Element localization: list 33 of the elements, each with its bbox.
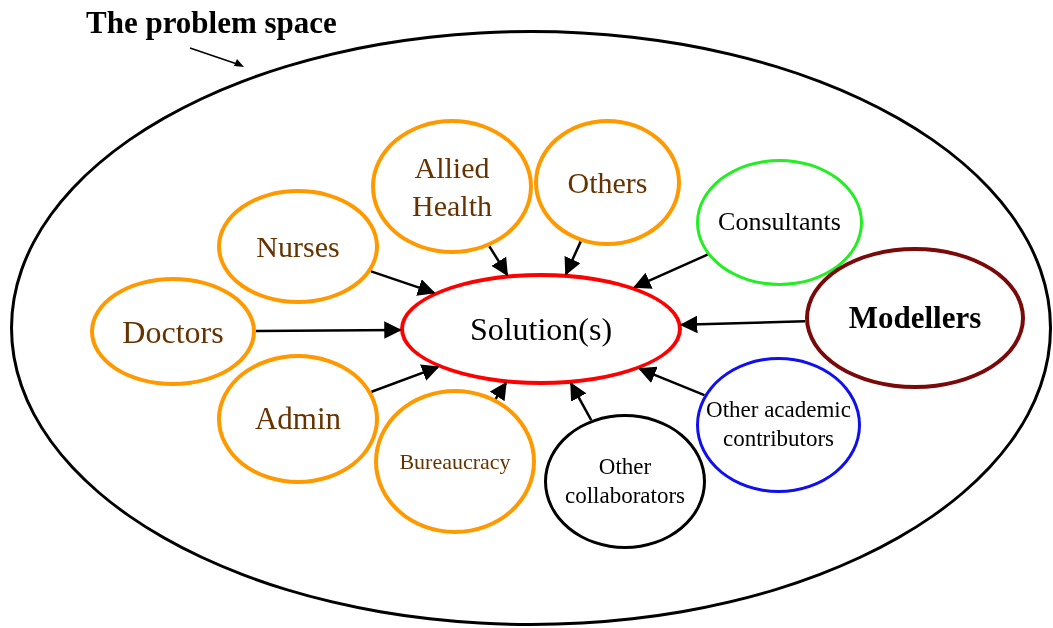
node-label: Other collaborators: [563, 452, 687, 510]
arrow: [489, 381, 507, 402]
arrow: [570, 382, 593, 421]
node-label: Bureaucracy: [398, 447, 512, 476]
arrow: [370, 270, 436, 296]
node-label: Solution(s): [468, 310, 614, 349]
arrow: [679, 315, 806, 334]
node-label: Other academic contributors: [705, 396, 852, 453]
stakeholder-ellipse: [217, 354, 379, 484]
arrow: [564, 241, 582, 276]
arrow: [488, 245, 509, 277]
node-label: Consultants: [717, 206, 842, 239]
solution-ellipse: [400, 273, 682, 385]
stakeholder-ellipse: [696, 357, 861, 493]
stakeholder-ellipse: [544, 414, 706, 549]
node-label: Doctors: [121, 312, 225, 352]
node-label: Allied Health: [411, 150, 493, 224]
arrow: [638, 366, 705, 397]
node-label: Admin: [253, 399, 343, 438]
node-label: Nurses: [255, 228, 341, 265]
stakeholder-ellipse: [805, 247, 1025, 389]
stakeholder-ellipse: [696, 159, 863, 286]
heading: The problem space: [86, 4, 337, 42]
stakeholder-ellipse: [374, 389, 536, 534]
node-label: Modellers: [847, 298, 983, 337]
arrow: [256, 321, 402, 339]
stakeholder-ellipse: [534, 119, 681, 246]
stakeholder-ellipse: [371, 119, 533, 254]
node-label: Others: [566, 164, 649, 201]
arrow: [371, 364, 440, 393]
arrow: [633, 253, 708, 289]
stakeholder-ellipse: [217, 189, 379, 304]
stakeholder-ellipse: [90, 277, 256, 386]
